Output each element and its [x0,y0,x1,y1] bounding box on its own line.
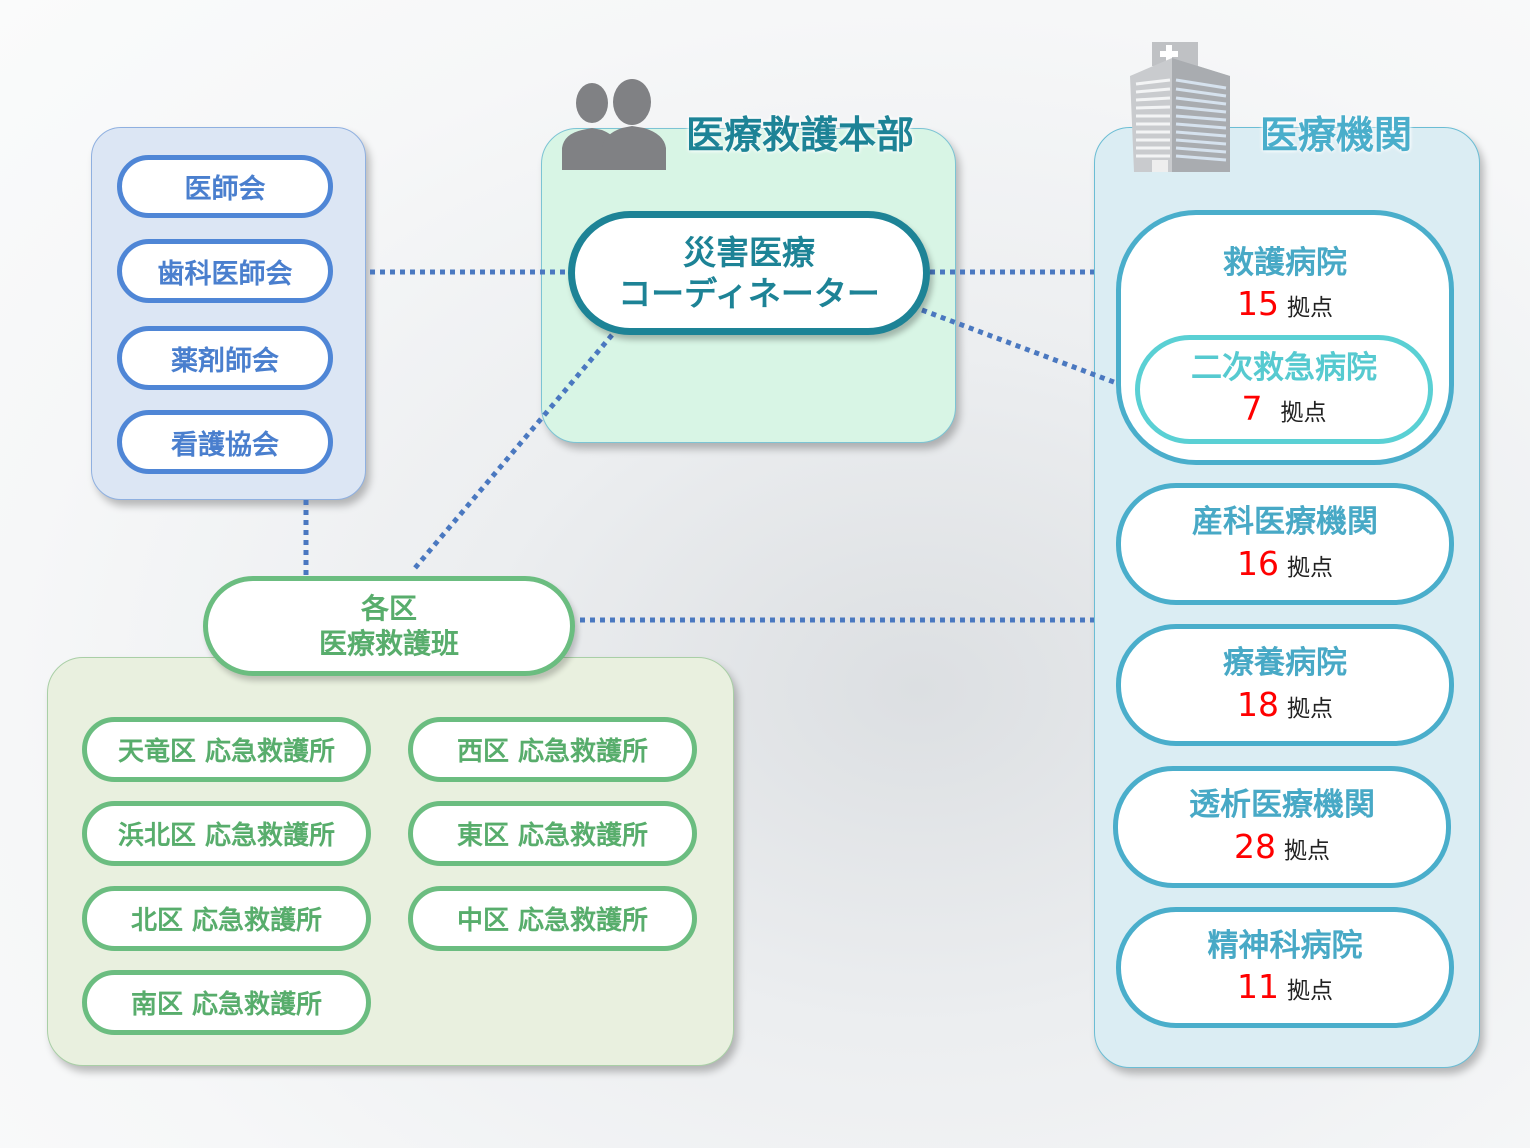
institution-label: 産科医療機関 [1192,504,1378,541]
count-number: 7 [1241,389,1263,429]
institution-psychiatric: 精神科病院 11 拠点 [1116,907,1454,1028]
association-label: 薬剤師会 [171,345,279,377]
station-pill: 南区 応急救護所 [82,970,371,1035]
count-number: 18 [1237,684,1279,724]
station-pill: 天竜区 応急救護所 [82,717,371,782]
association-label: 看護協会 [171,429,279,461]
station-pill: 東区 応急救護所 [408,801,697,866]
count-unit: 拠点 [1280,400,1327,427]
station-label: 北区 応急救護所 [130,906,323,936]
count-number: 16 [1237,543,1279,583]
institution-count: 11 拠点 [1237,966,1333,1009]
people-icon [562,79,666,170]
institution-count: 28 拠点 [1234,826,1330,869]
line-coordinator-wards [413,333,614,570]
association-pill: 医師会 [117,155,333,218]
ward-teams-pill: 各区 医療救護班 [203,576,575,676]
association-pill: 薬剤師会 [117,326,333,390]
institution-label: 透析医療機関 [1189,787,1375,824]
count-unit: 拠点 [1287,978,1333,1005]
institution-count: 7 拠点 [1242,388,1327,431]
institution-label: 二次救急病院 [1191,349,1377,386]
association-label: 医師会 [184,174,266,205]
institution-count: 18 拠点 [1237,684,1333,727]
station-label: 浜北区 応急救護所 [117,821,336,851]
coordinator-line1: 災害医療 [683,232,815,272]
institution-count: 16 拠点 [1237,543,1333,586]
coordinator-line2: コーディネーター [618,274,880,313]
coordinator-pill: 災害医療 コーディネーター [568,211,930,335]
headquarters-title: 医療救護本部 [686,113,915,157]
institution-recuperation: 療養病院 18 拠点 [1116,624,1454,746]
station-label: 天竜区 応急救護所 [117,737,336,767]
institution-label: 救護病院 [1223,245,1347,281]
institution-label: 精神科病院 [1207,927,1363,964]
association-label: 歯科医師会 [157,258,293,290]
station-pill: 北区 応急救護所 [82,886,371,951]
association-pill: 歯科医師会 [117,239,333,303]
count-unit: 拠点 [1287,554,1333,581]
count-unit: 拠点 [1287,295,1333,322]
institution-label: 療養病院 [1223,645,1347,682]
count-unit: 拠点 [1287,695,1333,722]
station-pill: 浜北区 応急救護所 [82,801,371,866]
count-number: 11 [1237,967,1279,1007]
count-number: 28 [1234,826,1276,866]
institution-obstetric: 産科医療機関 16 拠点 [1116,483,1454,605]
ward-teams-line1: 各区 [360,592,417,625]
institutions-title: 医療機関 [1260,113,1413,157]
station-label: 西区 応急救護所 [456,737,649,767]
ward-teams-line2: 医療救護班 [318,627,459,660]
station-pill: 中区 応急救護所 [408,886,697,951]
institution-dialysis: 透析医療機関 28 拠点 [1113,766,1451,888]
station-label: 東区 応急救護所 [456,821,649,851]
institution-secondary-emergency: 二次救急病院 7 拠点 [1135,335,1433,444]
line-coordinator-secondary [921,307,1136,393]
institution-count: 15 拠点 [1237,283,1333,326]
station-label: 中区 応急救護所 [456,906,649,936]
count-unit: 拠点 [1284,837,1330,864]
association-pill: 看護協会 [117,410,333,474]
count-number: 15 [1237,284,1279,324]
hospital-building-icon [1130,42,1230,172]
station-label: 南区 応急救護所 [130,990,323,1020]
station-pill: 西区 応急救護所 [408,717,697,782]
